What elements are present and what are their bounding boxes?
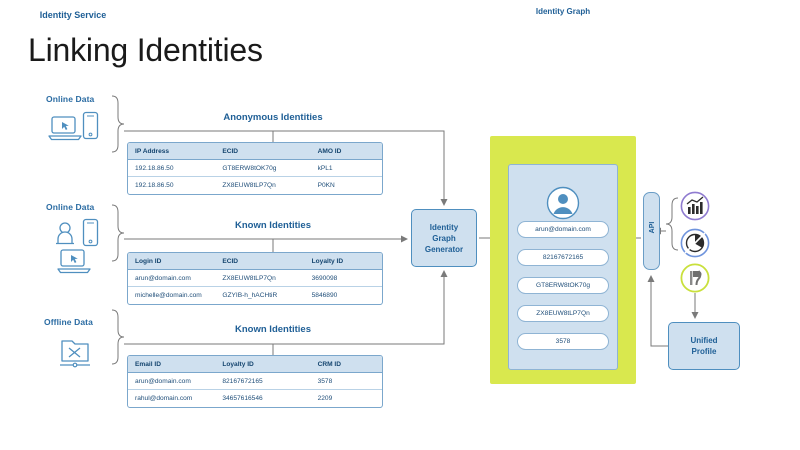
- table-cell: 192.18.86.50: [135, 164, 174, 172]
- column-header: Email ID: [135, 360, 162, 368]
- pie-chart-icon[interactable]: [680, 228, 710, 258]
- table-row: arun@domain.com ZX8EUW8tLP7Qn 3690098: [128, 270, 382, 287]
- table-row: arun@domain.com 82167672165 3578: [128, 373, 382, 390]
- unified-profile-box[interactable]: Unified Profile: [668, 322, 740, 370]
- column-header: CRM ID: [317, 360, 342, 368]
- table-cell: GT8ERW8tOK70g: [222, 164, 277, 172]
- section-caption-1: Known Identities: [235, 220, 311, 231]
- identity-pill[interactable]: arun@domain.com: [517, 221, 609, 238]
- identity-pill[interactable]: ZX8EUW8tLP7Qn: [517, 305, 609, 322]
- table-header-row: IP Address ECID AMO ID: [128, 143, 382, 160]
- source-label-1: Online Data: [46, 202, 95, 212]
- section-caption-0: Anonymous Identities: [223, 112, 323, 123]
- generator-line-1: Identity: [429, 222, 459, 232]
- table-row: michelle@domain.com GZYIB-h_hACHtiR 5846…: [128, 287, 382, 304]
- laptop-icon: [48, 115, 82, 146]
- table-row: 192.18.86.50 GT8ERW8tOK70g kPL1: [128, 160, 382, 177]
- section-caption-2: Known Identities: [235, 324, 311, 335]
- table-cell: 5846890: [311, 292, 338, 299]
- offline-folder-icon: [58, 337, 92, 374]
- table-cell: 82167672165: [222, 377, 263, 385]
- identity-graph-generator-box[interactable]: Identity Graph Generator: [411, 209, 477, 267]
- api-label: API: [649, 221, 656, 234]
- table-cell: ZX8EUW8tLP7Qn: [222, 274, 276, 282]
- column-header: Loyalty ID: [222, 360, 254, 368]
- table-row: 192.18.86.50 ZX8EUW8tLP7Qn P0KN: [128, 177, 382, 194]
- known-identities-table-1: Login ID ECID Loyalty ID arun@domain.com…: [127, 252, 383, 305]
- table-cell: 3578: [317, 377, 333, 385]
- generator-line-2: Graph: [432, 233, 456, 243]
- column-header: IP Address: [135, 147, 170, 155]
- table-cell: 3690098: [311, 274, 338, 282]
- ribbon-flag-icon[interactable]: [680, 263, 710, 293]
- table-cell: 2209: [317, 395, 333, 402]
- api-bar[interactable]: API: [643, 192, 660, 270]
- smartphone-icon: [82, 218, 99, 252]
- table-cell: arun@domain.com: [135, 377, 191, 385]
- table-header-row: Email ID Loyalty ID CRM ID: [128, 356, 382, 373]
- unified-profile-line-2: Profile: [691, 347, 717, 356]
- table-cell: kPL1: [317, 164, 333, 172]
- unified-profile-line-1: Unified: [690, 336, 718, 345]
- user-avatar-icon: [546, 186, 580, 225]
- known-identities-table-2: Email ID Loyalty ID CRM ID arun@domain.c…: [127, 355, 383, 408]
- identity-pill[interactable]: GT8ERW8tOK70g: [517, 277, 609, 294]
- identity-pill[interactable]: 82167672165: [517, 249, 609, 266]
- person-icon: [54, 221, 76, 252]
- table-cell: 192.18.86.50: [135, 182, 174, 189]
- table-cell: P0KN: [317, 182, 335, 189]
- column-header: Login ID: [135, 257, 162, 265]
- generator-line-3: Generator: [424, 244, 464, 254]
- column-header: ECID: [222, 147, 239, 155]
- table-cell: ZX8EUW8tLP7Qn: [222, 182, 276, 189]
- table-row: rahul@domain.com 34657616546 2209: [128, 390, 382, 407]
- table-cell: 34657616546: [222, 395, 263, 402]
- table-cell: GZYIB-h_hACHtiR: [222, 292, 278, 299]
- column-header: ECID: [222, 257, 239, 265]
- identity-service-title: Identity Service: [39, 10, 107, 20]
- page-title: Linking Identities: [28, 32, 263, 68]
- anonymous-identities-table: IP Address ECID AMO ID 192.18.86.50 GT8E…: [127, 142, 383, 195]
- column-header: AMO ID: [317, 147, 342, 155]
- table-header-row: Login ID ECID Loyalty ID: [128, 253, 382, 270]
- identity-graph-title: Identity Graph: [535, 7, 591, 16]
- source-label-0: Online Data: [46, 94, 95, 104]
- smartphone-icon: [82, 111, 99, 145]
- laptop-icon: [57, 248, 91, 279]
- table-cell: michelle@domain.com: [135, 292, 202, 299]
- table-cell: arun@domain.com: [135, 274, 191, 282]
- column-header: Loyalty ID: [311, 257, 344, 265]
- identity-pill[interactable]: 3578: [517, 333, 609, 350]
- table-cell: rahul@domain.com: [135, 395, 193, 402]
- bar-chart-icon[interactable]: [680, 191, 710, 221]
- source-label-2: Offline Data: [44, 317, 93, 327]
